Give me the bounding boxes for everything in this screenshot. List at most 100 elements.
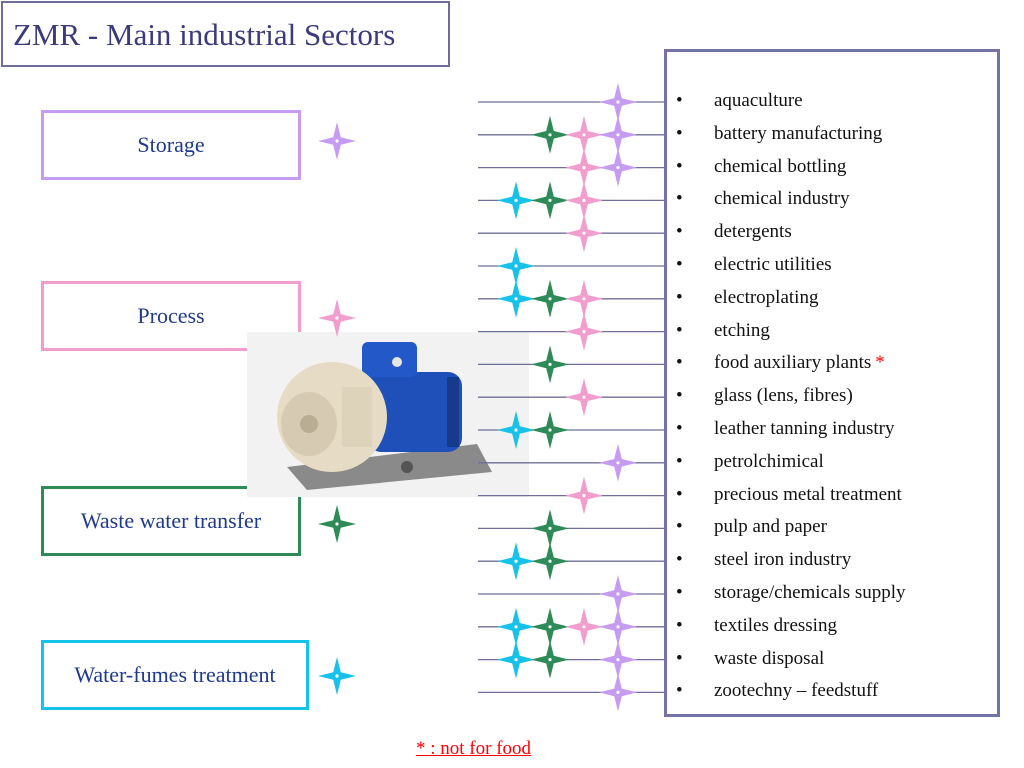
star-process-icon-center: [582, 198, 586, 202]
bullet: •: [676, 122, 683, 144]
sector-item: • chemical bottling: [676, 156, 846, 178]
bullet: •: [676, 90, 683, 111]
sector-item: • chemical industry: [676, 188, 850, 210]
sector-item: • storage/chemicals supply: [676, 582, 906, 604]
star-waste-icon-center: [548, 133, 552, 137]
footnote: * : not for food: [416, 738, 532, 759]
bullet: •: [676, 614, 683, 636]
sector-label: pulp and paper: [714, 516, 827, 538]
bullet: •: [676, 352, 683, 374]
sector-label: electroplating: [714, 286, 819, 308]
bullet: •: [676, 647, 683, 669]
sector-item: • precious metal treatment: [676, 484, 902, 506]
star-process-icon-center: [582, 494, 586, 498]
not-for-food-asterisk: *: [875, 352, 885, 374]
pump-image: [247, 332, 529, 497]
star-process-icon-center: [582, 133, 586, 137]
bullet: •: [676, 188, 683, 210]
star-waste-icon-center: [548, 526, 552, 531]
bullet: •: [676, 582, 683, 603]
sector-item: • leather tanning industry: [676, 418, 894, 440]
sector-label: detergents: [714, 221, 792, 243]
star-waste-icon-center: [548, 625, 552, 629]
sector-label: zootechny – feedstuff: [714, 680, 879, 702]
sector-label: etching: [714, 319, 770, 341]
star-waste-icon-center: [548, 362, 552, 366]
star-storage-icon-center: [616, 166, 620, 170]
sector-item: • aquaculture: [676, 90, 803, 112]
sector-label: chemical bottling: [714, 155, 847, 177]
category-water-fumes-treatment: Water-fumes treatment: [41, 640, 309, 710]
sector-item: • zootechny – feedstuff: [676, 680, 878, 702]
star-fumes-icon-center: [514, 559, 518, 563]
star-storage-icon-center: [616, 100, 620, 104]
star-waste-icon-center: [548, 198, 552, 202]
bullet: •: [676, 516, 683, 538]
bullet: •: [676, 385, 683, 407]
title-box: ZMR - Main industrial Sectors: [1, 1, 450, 67]
star-storage-icon-center: [616, 690, 620, 695]
sector-list-box: [664, 49, 1000, 717]
star-process-icon-center: [582, 330, 586, 334]
sector-item: • textiles dressing: [676, 615, 837, 637]
star-process-icon-center: [582, 166, 586, 170]
star-process-icon-center: [582, 231, 586, 235]
sector-item: • etching: [676, 320, 770, 342]
star-process-legend-icon-center: [335, 316, 339, 320]
bullet: •: [676, 286, 683, 308]
star-fumes-icon-center: [514, 625, 518, 629]
bullet: •: [676, 549, 683, 571]
sector-item: • pulp and paper: [676, 516, 827, 538]
sector-item: • steel iron industry: [676, 549, 851, 571]
bullet: •: [676, 450, 683, 472]
star-fumes-icon-center: [514, 428, 518, 432]
sector-label: electric utilities: [714, 254, 832, 275]
star-storage-legend-icon-center: [335, 139, 339, 143]
star-fumes-icon-center: [514, 297, 518, 301]
bullet: •: [676, 418, 683, 439]
category-process: Process: [41, 281, 301, 351]
star-process-icon-center: [582, 297, 586, 301]
bullet: •: [676, 680, 683, 702]
sector-label: leather tanning industry: [714, 418, 895, 439]
sector-label: precious metal treatment: [714, 483, 902, 505]
star-storage-icon-center: [616, 133, 620, 137]
star-waste-icon-center: [548, 428, 552, 432]
sector-label: battery manufacturing: [714, 122, 883, 144]
star-fumes-icon-center: [514, 198, 518, 202]
star-process-icon-center: [582, 395, 586, 399]
star-fumes-icon-center: [514, 658, 518, 662]
category-waste-water-transfer: Waste water transfer: [41, 486, 301, 556]
sector-label: aquaculture: [714, 90, 803, 111]
sector-item: • petrolchimical: [676, 451, 824, 473]
sector-item: • food auxiliary plants*: [676, 352, 885, 374]
bullet: •: [676, 483, 683, 505]
star-storage-icon-center: [616, 658, 620, 662]
star-storage-icon-center: [616, 625, 620, 629]
star-storage-icon-center: [616, 592, 620, 596]
sector-label: chemical industry: [714, 188, 850, 210]
sector-label: petrolchimical: [714, 450, 824, 472]
sector-item: • detergents: [676, 221, 792, 243]
bullet: •: [676, 254, 683, 275]
sector-label: steel iron industry: [714, 549, 852, 571]
sector-label: glass (lens, fibres): [714, 385, 853, 407]
star-fumes-legend-icon-center: [335, 674, 339, 678]
sector-item: • waste disposal: [676, 648, 824, 670]
sector-item: • glass (lens, fibres): [676, 385, 853, 407]
sector-label: waste disposal: [714, 647, 825, 669]
star-waste-icon-center: [548, 658, 552, 662]
bullet: •: [676, 155, 683, 177]
page-title: ZMR - Main industrial Sectors: [13, 17, 396, 52]
sector-label: textiles dressing: [714, 614, 837, 636]
sector-label: food auxiliary plants: [714, 352, 872, 374]
bullet: •: [676, 319, 683, 341]
sector-label: storage/chemicals supply: [714, 582, 906, 603]
star-fumes-icon-center: [514, 264, 518, 268]
star-waste-icon-center: [548, 297, 552, 301]
sector-item: • electric utilities: [676, 254, 832, 276]
star-waste-icon-center: [548, 559, 552, 563]
bullet: •: [676, 221, 683, 243]
star-process-icon-center: [582, 625, 586, 629]
